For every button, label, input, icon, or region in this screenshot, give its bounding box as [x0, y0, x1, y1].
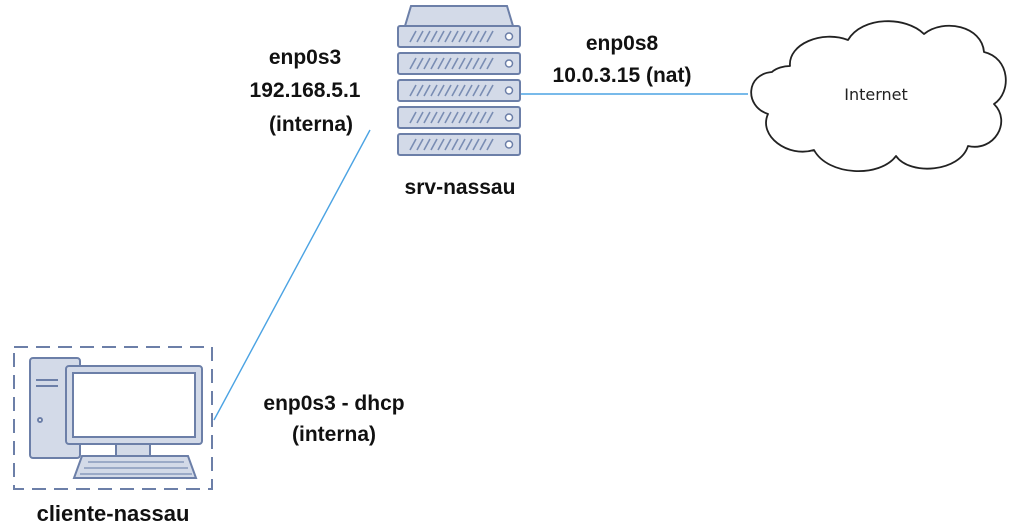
server-left-iface-network: (interna) [269, 113, 353, 136]
desktop-computer-icon [29, 357, 203, 479]
server-left-iface-ip: 192.168.5.1 [250, 79, 361, 102]
server-right-iface-ip-network: 10.0.3.15 (nat) [553, 64, 692, 87]
link-server-client [213, 129, 371, 421]
client-iface-network: (interna) [292, 423, 376, 446]
client-iface-name: enp0s3 - dhcp [263, 392, 404, 415]
client-name: cliente-nassau [37, 501, 190, 526]
selection-frame [13, 346, 213, 490]
server-rack-icon [397, 5, 521, 156]
server-right-iface-name: enp0s8 [586, 32, 659, 55]
cloud-icon [750, 20, 1007, 173]
server-name: srv-nassau [405, 176, 516, 199]
cloud-label: Internet [844, 85, 908, 104]
client-node [13, 346, 213, 490]
server-left-iface-name: enp0s3 [269, 46, 341, 69]
